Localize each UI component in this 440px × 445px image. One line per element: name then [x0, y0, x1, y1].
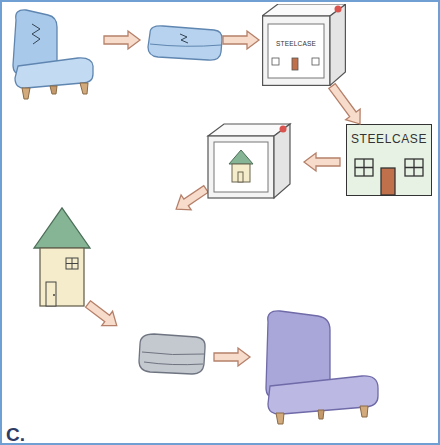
- house-roof: [34, 208, 90, 248]
- flow-arrow: [104, 31, 140, 49]
- door-knob: [53, 294, 55, 296]
- chair-leg: [318, 410, 324, 419]
- window-bars: [355, 159, 373, 176]
- zipper-mark: [180, 34, 188, 43]
- chair-leg: [276, 413, 284, 424]
- flow-arrow: [214, 348, 250, 366]
- flow-arrow: [304, 153, 340, 171]
- factory-window: [355, 159, 373, 176]
- factory-building: STEELCASE: [346, 124, 432, 196]
- house-body: [40, 248, 84, 306]
- flow-arrow: [83, 297, 123, 333]
- folded-cover: [139, 334, 205, 374]
- node-label: STEELCASE: [270, 40, 322, 47]
- box-sticker: [335, 6, 342, 13]
- house-roof: [229, 150, 253, 164]
- box-side: [274, 124, 290, 198]
- shipping-box: STEELCASE: [262, 4, 346, 86]
- chair-leg: [80, 83, 88, 94]
- box-front: [208, 136, 274, 198]
- chair-leg: [360, 406, 368, 417]
- chair-leg: [50, 86, 57, 94]
- house-door: [238, 172, 243, 182]
- panel-letter: C.: [6, 424, 25, 445]
- flow-arrow: [223, 31, 259, 49]
- box-sticker: [280, 126, 287, 133]
- node-label: STEELCASE: [347, 133, 431, 146]
- fold-line: [150, 44, 221, 46]
- flow-arrow: [329, 84, 360, 124]
- chair-leg: [22, 88, 30, 99]
- factory-door: [381, 168, 395, 195]
- label-window: [272, 58, 279, 65]
- box-side: [330, 5, 345, 86]
- house-door: [46, 282, 56, 306]
- zipper-mark: [32, 24, 40, 44]
- label-window: [312, 58, 319, 65]
- window-bars: [405, 159, 423, 176]
- window-bars: [66, 258, 78, 269]
- flow-arrow: [171, 182, 211, 217]
- box-label: [214, 142, 268, 192]
- fold-line: [142, 352, 204, 365]
- house-window: [66, 258, 78, 269]
- box-front: [263, 16, 330, 85]
- folded-cover: [148, 26, 222, 60]
- house-body: [232, 164, 250, 182]
- label-door: [292, 58, 298, 70]
- factory-window: [405, 159, 423, 176]
- box-label: [268, 24, 324, 78]
